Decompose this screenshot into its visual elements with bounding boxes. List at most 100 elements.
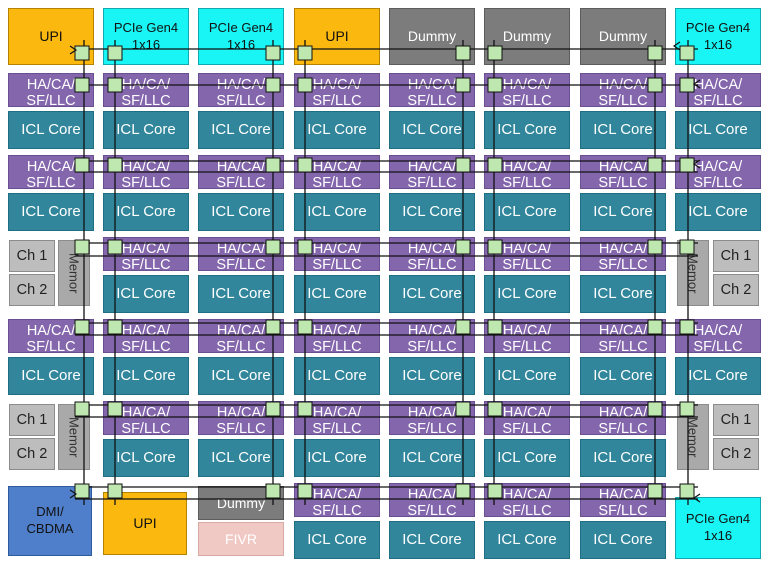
icl-core-r1c7: ICL Core — [580, 111, 666, 149]
memory-controller-right-row3: Memor — [677, 240, 709, 306]
mesh-stop-r4c7 — [647, 239, 663, 255]
mesh-stop-r5c3 — [265, 319, 281, 335]
ha-ca-sf-llc-r4c1: HA/CA/ SF/LLC — [8, 319, 94, 353]
mesh-stop-r3c8 — [679, 157, 695, 173]
mesh-stop-r6c8 — [679, 401, 695, 417]
fivr-block: FIVR — [198, 522, 284, 556]
mesh-stop-r3c5 — [455, 157, 471, 173]
mesh-stop-r5c1 — [74, 319, 90, 335]
mesh-stop-r4c2 — [107, 239, 123, 255]
icl-core-r6c7: ICL Core — [580, 521, 666, 559]
top-upi-4: UPI — [294, 8, 380, 65]
icl-core-r1c2: ICL Core — [103, 111, 189, 149]
memory-left-ch2-row5: Ch 2 — [9, 438, 55, 470]
mesh-stop-r3c1 — [74, 157, 90, 173]
mesh-stop-r7c5 — [455, 483, 471, 499]
mesh-arrow-4 — [692, 159, 701, 169]
ha-ca-sf-llc-r6c6: HA/CA/ SF/LLC — [484, 483, 570, 517]
mesh-arrow-3 — [692, 79, 701, 89]
icl-core-r5c3: ICL Core — [198, 439, 284, 477]
mesh-stop-r5c6 — [487, 319, 503, 335]
icl-core-r2c4: ICL Core — [294, 193, 380, 231]
icl-core-r4c6: ICL Core — [484, 357, 570, 395]
mesh-stop-r2c2 — [107, 77, 123, 93]
memory-right-ch1-row5: Ch 1 — [713, 404, 759, 436]
mesh-stop-r7c8 — [679, 483, 695, 499]
memory-left-ch1-row5: Ch 1 — [9, 404, 55, 436]
icl-core-r3c7: ICL Core — [580, 275, 666, 313]
icl-core-r6c5: ICL Core — [389, 521, 475, 559]
mesh-arrow-5 — [692, 493, 701, 503]
icl-core-r4c4: ICL Core — [294, 357, 380, 395]
mesh-stop-r3c2 — [107, 157, 123, 173]
mesh-stop-r2c1 — [74, 77, 90, 93]
icl-core-r3c6: ICL Core — [484, 275, 570, 313]
icl-core-r2c7: ICL Core — [580, 193, 666, 231]
icl-core-r5c7: ICL Core — [580, 439, 666, 477]
mesh-stop-r1c4 — [297, 45, 313, 61]
top-pcie-2: PCIe Gen4 1x16 — [103, 8, 189, 65]
mesh-stop-r1c3 — [265, 45, 281, 61]
mesh-stop-r1c8 — [679, 45, 695, 61]
icl-core-r3c2: ICL Core — [103, 275, 189, 313]
mesh-stop-r7c6 — [487, 483, 503, 499]
mesh-stop-r3c6 — [487, 157, 503, 173]
icl-core-r2c8: ICL Core — [675, 193, 761, 231]
mesh-stop-r1c5 — [455, 45, 471, 61]
mesh-stop-r4c5 — [455, 239, 471, 255]
mesh-stop-r5c5 — [455, 319, 471, 335]
icl-core-r5c6: ICL Core — [484, 439, 570, 477]
mesh-arrow-1 — [69, 45, 78, 55]
mesh-stop-r6c5 — [455, 401, 471, 417]
icl-core-r5c5: ICL Core — [389, 439, 475, 477]
mesh-stop-r5c2 — [107, 319, 123, 335]
icl-core-r3c3: ICL Core — [198, 275, 284, 313]
ha-ca-sf-llc-r4c3: HA/CA/ SF/LLC — [198, 319, 284, 353]
memory-right-ch2-row5: Ch 2 — [713, 438, 759, 470]
mesh-stop-r6c6 — [487, 401, 503, 417]
mesh-stop-r5c8 — [679, 319, 695, 335]
mesh-stop-r1c7 — [647, 45, 663, 61]
mesh-stop-r1c6 — [487, 45, 503, 61]
bottom-pcie-block: PCIe Gen4 1x16 — [675, 497, 761, 559]
icl-core-r1c8: ICL Core — [675, 111, 761, 149]
mesh-stop-r6c4 — [297, 401, 313, 417]
mesh-stop-r7c4 — [297, 483, 313, 499]
mesh-stop-r2c5 — [455, 77, 471, 93]
mesh-stop-r4c3 — [265, 239, 281, 255]
top-upi-1: UPI — [8, 8, 94, 65]
icl-core-r3c4: ICL Core — [294, 275, 380, 313]
mesh-stop-r2c7 — [647, 77, 663, 93]
mesh-stop-r7c2 — [107, 483, 123, 499]
mesh-stop-r6c1 — [74, 401, 90, 417]
mesh-stop-r2c8 — [679, 77, 695, 93]
mesh-stop-r1c2 — [107, 45, 123, 61]
mesh-stop-r4c1 — [74, 239, 90, 255]
bottom-upi-block: UPI — [103, 492, 187, 555]
mesh-arrow-2 — [69, 489, 78, 499]
icl-core-r4c3: ICL Core — [198, 357, 284, 395]
mesh-stop-r7c1 — [74, 483, 90, 499]
ha-ca-sf-llc-r5c4: HA/CA/ SF/LLC — [294, 401, 380, 435]
icl-core-r1c6: ICL Core — [484, 111, 570, 149]
memory-right-ch2-row3: Ch 2 — [713, 274, 759, 306]
ha-ca-sf-llc-r4c7: HA/CA/ SF/LLC — [580, 319, 666, 353]
memory-right-ch1-row3: Ch 1 — [713, 240, 759, 272]
mesh-stop-r2c4 — [297, 77, 313, 93]
mesh-stop-r6c3 — [265, 401, 281, 417]
icl-core-r1c4: ICL Core — [294, 111, 380, 149]
icl-core-r4c1: ICL Core — [8, 357, 94, 395]
icl-core-r5c2: ICL Core — [103, 439, 189, 477]
mesh-stop-r2c6 — [487, 77, 503, 93]
icl-core-r2c3: ICL Core — [198, 193, 284, 231]
icl-core-r1c3: ICL Core — [198, 111, 284, 149]
mesh-stop-r4c8 — [679, 239, 695, 255]
mesh-stop-r4c4 — [297, 239, 313, 255]
mesh-stop-r3c3 — [265, 157, 281, 173]
mesh-stop-r6c2 — [107, 401, 123, 417]
icl-core-r4c2: ICL Core — [103, 357, 189, 395]
icl-core-r4c8: ICL Core — [675, 357, 761, 395]
mesh-stop-r3c4 — [297, 157, 313, 173]
mesh-stop-r6c7 — [647, 401, 663, 417]
